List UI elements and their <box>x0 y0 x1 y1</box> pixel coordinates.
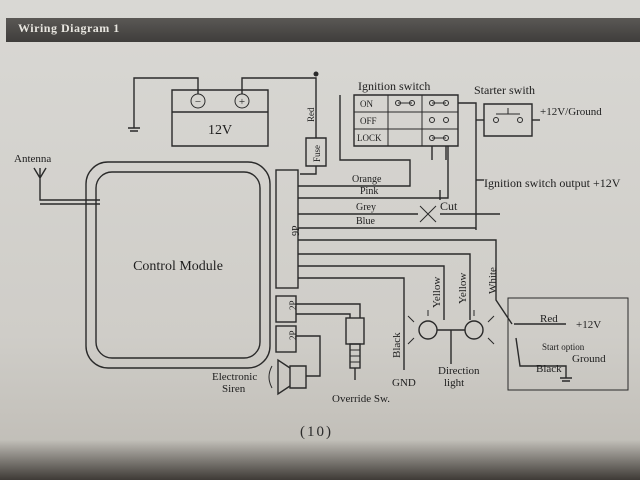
battery-ground-wire <box>133 77 199 128</box>
control-module: Control Module <box>85 161 271 369</box>
ignition-switch: Ignition switch ON OFF LOCK <box>353 79 459 147</box>
orange-label: Orange <box>352 174 382 185</box>
connector-2p-a: 2P <box>275 295 298 323</box>
red-right-label: Red <box>540 313 558 325</box>
scissors-icon <box>419 205 437 223</box>
battery: − + 12V <box>171 89 269 147</box>
yellow-wire-b <box>298 253 471 320</box>
pink-wire <box>298 146 449 199</box>
pink-label: Pink <box>360 186 378 197</box>
white-label: White <box>487 267 499 294</box>
siren-label-2: Siren <box>222 383 246 395</box>
electronic-siren <box>268 358 307 396</box>
override-switch-label: Override Sw. <box>332 393 390 405</box>
yellow-label-b: Yellow <box>457 273 469 304</box>
fuse-label: Fuse <box>312 145 322 162</box>
page-number: (10) <box>300 424 333 440</box>
connector-9p: 9P <box>275 169 302 289</box>
battery-minus-label: − <box>195 96 201 108</box>
fuse: Fuse Red <box>305 107 327 167</box>
junction-dot <box>313 71 319 77</box>
header-bar: Wiring Diagram 1 <box>6 18 640 42</box>
yellow-wire-a <box>298 265 445 320</box>
override-switch-wires <box>296 303 361 318</box>
ignition-to-starter-wire <box>458 102 477 230</box>
starter-switch: Starter swith +12V/Ground <box>474 83 602 137</box>
black-label: Black <box>391 332 403 358</box>
ignition-feed-wire <box>339 95 411 180</box>
antenna-label: Antenna <box>14 153 51 165</box>
start-option-label: Start option <box>542 342 585 352</box>
red-wire-label: Red <box>306 107 316 122</box>
ignition-output-label: Ignition switch output +12V <box>484 176 621 190</box>
grey-label: Grey <box>356 202 376 213</box>
page-bottom-shadow <box>0 440 640 480</box>
fuse-to-module-wire <box>300 166 317 175</box>
switch-off-label: OFF <box>360 116 377 126</box>
battery-positive-wire <box>241 77 317 138</box>
direction-light-label-2: light <box>444 377 464 389</box>
battery-label: 12V <box>208 123 232 138</box>
start-option-box: Red +12V Start option Black Ground <box>507 297 629 391</box>
cut-label: Cut <box>440 199 458 213</box>
direction-light-wire <box>437 329 465 364</box>
gnd-label: GND <box>392 377 416 389</box>
direction-light-label-1: Direction <box>438 365 480 377</box>
starter-switch-label: Starter swith <box>474 83 535 97</box>
switch-on-label: ON <box>360 99 373 109</box>
ground-symbol <box>128 127 140 132</box>
orange-wire <box>298 180 411 187</box>
switch-lock-label: LOCK <box>357 133 382 143</box>
blue-label: Blue <box>356 216 375 227</box>
plus12v-right-label: +12V <box>576 319 601 331</box>
connector-9p-label: 9P <box>291 225 302 236</box>
black-right-label: Black <box>536 363 562 375</box>
yellow-label-a: Yellow <box>431 277 443 308</box>
ignition-switch-label: Ignition switch <box>358 79 430 93</box>
header-title: Wiring Diagram 1 <box>18 21 120 35</box>
black-wire <box>298 277 405 370</box>
ground-right-label: Ground <box>572 353 606 365</box>
antenna: Antenna <box>14 153 100 205</box>
starter-output-label: +12V/Ground <box>540 106 602 118</box>
connector-2p-a-label: 2P <box>288 300 298 310</box>
white-wire <box>298 239 513 325</box>
override-switch <box>345 317 365 380</box>
siren-label-1: Electronic <box>212 371 257 383</box>
direction-light-left <box>407 310 438 345</box>
ignition-output-stubs <box>431 146 447 160</box>
battery-plus-label: + <box>239 96 245 108</box>
connector-2p-b: 2P <box>275 325 298 353</box>
control-module-label: Control Module <box>133 259 223 274</box>
siren-wires <box>296 335 321 377</box>
connector-2p-b-label: 2P <box>288 330 298 340</box>
